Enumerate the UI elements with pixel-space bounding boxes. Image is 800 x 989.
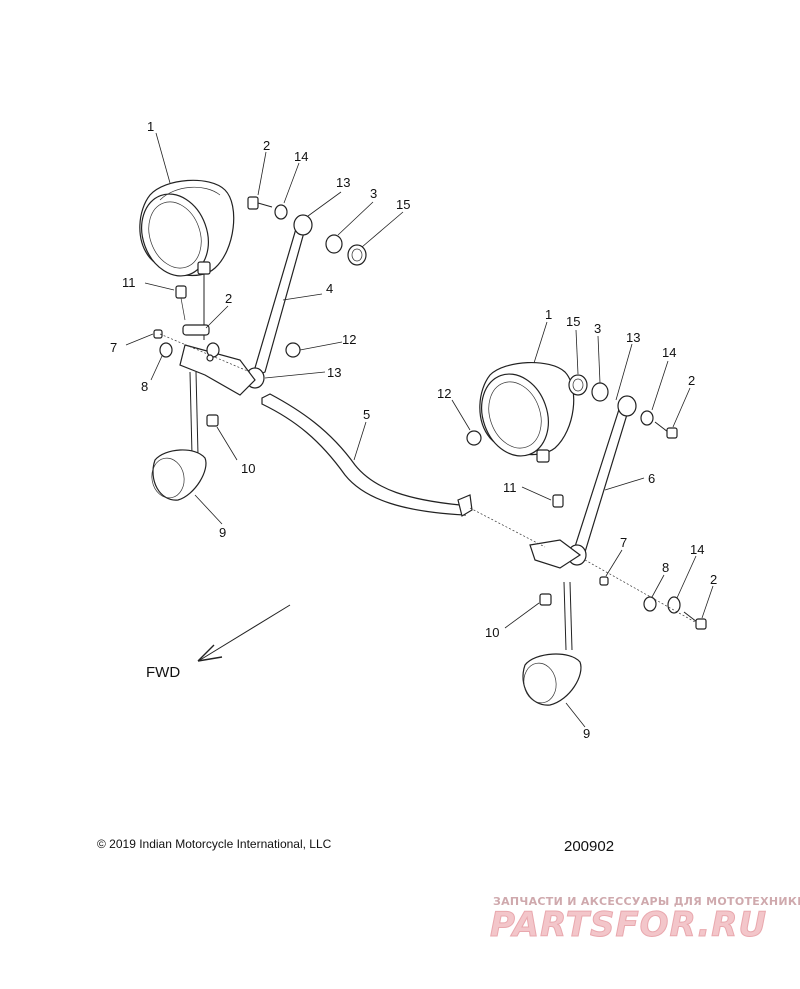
spacer-left: [325, 234, 343, 254]
bolt-right-11: [552, 494, 564, 508]
watermark: ЗАПЧАСТИ И АКСЕССУАРЫ ДЛЯ МОТОТЕХНИКИ PA…: [490, 895, 800, 946]
mount-plate-right: [529, 539, 582, 569]
callout-10-left: 10: [241, 461, 255, 476]
turn-signal-right: [522, 581, 582, 706]
washer-left-upper: [274, 204, 288, 220]
callout-12-right: 12: [437, 386, 451, 401]
callout-3-left: 3: [370, 186, 377, 201]
callout-3-right: 3: [594, 321, 601, 336]
washer-right-15: [568, 374, 588, 396]
callout-2-right-upper: 2: [688, 373, 695, 388]
callout-2-left-lower: 2: [225, 291, 232, 306]
callout-11-right: 11: [503, 480, 517, 495]
screw-left-7: [153, 329, 163, 339]
bolt-right-lower: [683, 611, 707, 630]
bracket-right: [567, 395, 637, 566]
watermark-brand: PARTSFOR.RU: [490, 905, 767, 945]
nut-left-10: [206, 414, 219, 427]
watermark-tagline: ЗАПЧАСТИ И АКСЕССУАРЫ ДЛЯ МОТОТЕХНИКИ: [493, 895, 800, 908]
callout-13-left-lower: 13: [327, 365, 341, 380]
washer-right-lower: [667, 596, 681, 614]
callout-13-right: 13: [626, 330, 640, 345]
callout-8-right: 8: [662, 560, 669, 575]
callout-9-left: 9: [219, 525, 226, 540]
washer-right-upper: [640, 410, 654, 426]
grommet-left-12: [285, 342, 301, 358]
callout-12-left: 12: [342, 332, 356, 347]
callout-6: 6: [648, 471, 655, 486]
fwd-label: FWD: [146, 664, 180, 681]
leader-lines: [125, 132, 714, 728]
spacer-right: [591, 382, 609, 402]
bolt-left-11: [175, 285, 187, 299]
nut-right-10: [539, 593, 552, 606]
grommet-right-12: [466, 430, 482, 446]
callout-7-right: 7: [620, 535, 627, 550]
callout-13-left-upper: 13: [336, 175, 350, 190]
headlight-right: [479, 362, 575, 463]
turn-signal-left: [151, 371, 207, 501]
callout-1-left: 1: [147, 119, 154, 134]
mount-plate-left: [179, 324, 256, 396]
callout-4: 4: [326, 281, 333, 296]
callout-14-right-lower: 14: [690, 542, 704, 557]
callout-2-right-lower: 2: [710, 572, 717, 587]
callout-5: 5: [363, 407, 370, 422]
bracket-left: [245, 214, 313, 389]
nut-right-8: [643, 596, 657, 612]
washer-left-15: [347, 244, 367, 266]
callout-15-left: 15: [396, 197, 410, 212]
handlebar-bracket: [261, 393, 473, 517]
drawing-number: 200902: [564, 838, 614, 855]
bolt-right-upper: [654, 421, 678, 439]
callout-8-left: 8: [141, 379, 148, 394]
bolt-left-upper: [247, 196, 273, 210]
callout-9-right: 9: [583, 726, 590, 741]
callout-10-right: 10: [485, 625, 499, 640]
nut-left-8: [159, 342, 173, 358]
callout-labels: 1 2 14 13 3 15 11 2 4 7 12 8 13 10 9 5 1…: [110, 119, 717, 741]
callout-15-right: 15: [566, 314, 580, 329]
fwd-arrow: [197, 604, 291, 662]
callout-1-right: 1: [545, 307, 552, 322]
screw-right-7: [599, 576, 609, 586]
headlight-left: [139, 179, 235, 340]
callout-14-right-upper: 14: [662, 345, 676, 360]
copyright-notice: © 2019 Indian Motorcycle International, …: [97, 837, 332, 851]
callout-14-left: 14: [294, 149, 308, 164]
callout-7-left: 7: [110, 340, 117, 355]
callout-11-left: 11: [122, 275, 136, 290]
callout-2-left-upper: 2: [263, 138, 270, 153]
